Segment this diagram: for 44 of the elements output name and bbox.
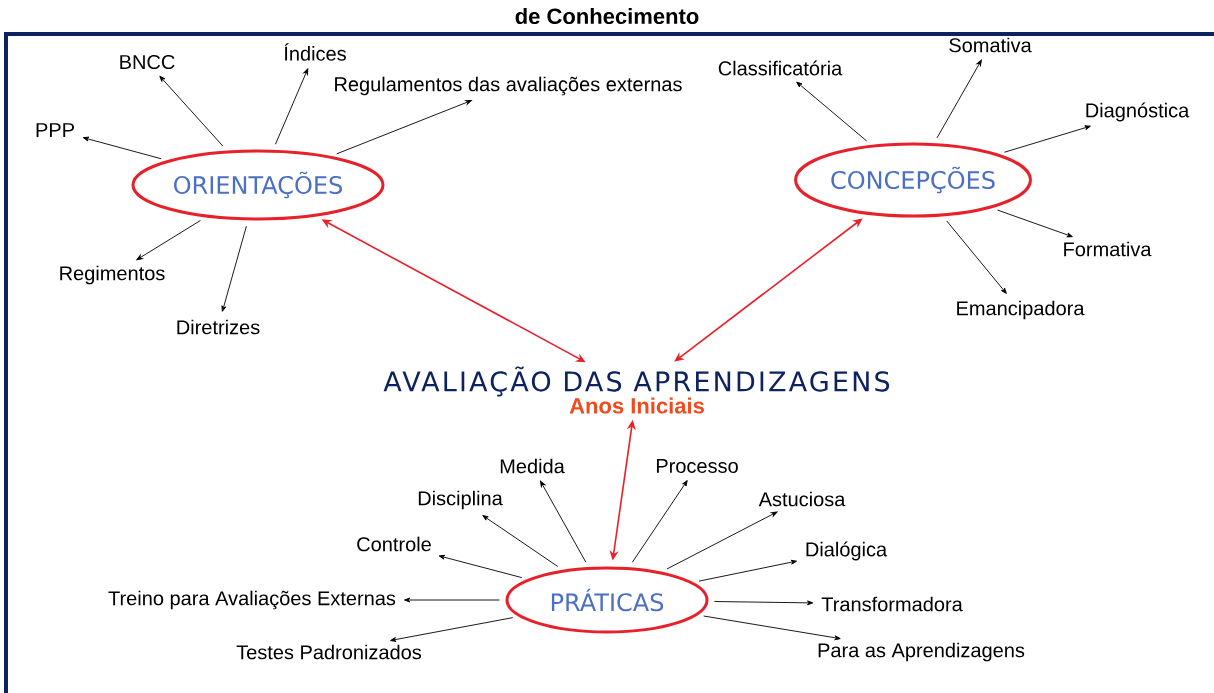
topic-label: Diretrizes <box>177 319 260 335</box>
topic-label: Formativa <box>1064 241 1152 257</box>
arrow <box>82 136 162 160</box>
arrow <box>221 225 247 312</box>
arrow <box>946 220 1007 294</box>
arrow <box>390 617 514 642</box>
topic-label: Treino para Avaliações Externas <box>108 590 396 610</box>
arrow <box>159 75 224 147</box>
topic-label: Regimentos <box>60 265 165 285</box>
arrow <box>997 209 1073 238</box>
arrow <box>438 554 523 579</box>
arrow <box>404 597 500 603</box>
topic-label: Medida <box>500 458 565 474</box>
arrow <box>275 68 309 145</box>
topic-label: Para as Aprendizagens <box>818 642 1025 662</box>
topic-label: Diagnóstica <box>1086 102 1190 122</box>
topic-label: Astuciosa <box>758 491 846 507</box>
arrow <box>1003 125 1091 153</box>
topic-label: Transformadora <box>821 596 963 612</box>
arrow <box>136 220 201 261</box>
arrow <box>336 100 472 155</box>
arrow <box>666 511 778 570</box>
central-title: AVALIAÇÃO DAS APRENDIZAGENS Anos Iniciais <box>383 366 890 414</box>
arrow <box>703 615 841 641</box>
topic-label: Somativa <box>949 37 1032 53</box>
topic-label: BNCC <box>120 54 175 70</box>
topic-label: Emancipadora <box>957 300 1085 320</box>
topic-label: Controle <box>357 536 431 552</box>
arrow <box>540 480 587 563</box>
arrow <box>698 559 797 582</box>
topic-label: Dialógica <box>806 541 888 561</box>
arrow <box>713 600 814 606</box>
arrow <box>482 515 559 567</box>
topic-label: Testes Padronizados <box>236 644 422 660</box>
arrow <box>631 480 688 563</box>
topic-label: Regulamentos das avaliações externas <box>335 76 682 96</box>
arrow <box>936 59 982 139</box>
topic-label: Índices <box>284 43 346 61</box>
topic-label: PPP <box>36 123 74 137</box>
arrow <box>796 81 868 142</box>
title: de Conhecimento <box>515 7 699 25</box>
topic-label: Disciplina <box>418 490 503 510</box>
topic-label: Classificatória <box>718 60 843 76</box>
topic-label: Processo <box>656 459 738 473</box>
